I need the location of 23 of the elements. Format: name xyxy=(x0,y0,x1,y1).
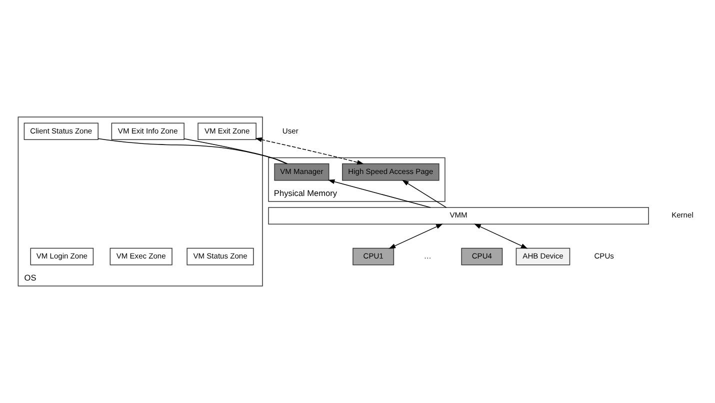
node-box: Client Status Zone xyxy=(24,122,98,140)
node-box: VMM xyxy=(268,207,649,224)
node-box: VM Manager xyxy=(274,163,330,181)
arrow xyxy=(402,180,447,208)
arrow xyxy=(474,224,528,249)
arrow xyxy=(328,179,431,208)
node-box: VM Exit Zone xyxy=(198,122,256,140)
node-box: AHB Device xyxy=(516,248,570,266)
arrow xyxy=(388,224,443,249)
node-box: VM Exit Info Zone xyxy=(111,122,184,140)
connector xyxy=(184,138,287,164)
label: Kernel xyxy=(672,210,694,220)
arrow xyxy=(255,137,364,165)
label: User xyxy=(282,126,298,136)
label: … xyxy=(424,251,432,260)
node-box: High Speed Access Page xyxy=(342,163,440,181)
node-box: VM Login Zone xyxy=(30,248,94,266)
node-box: CPU1 xyxy=(352,248,394,266)
node-box: CPU4 xyxy=(461,248,503,266)
label: CPUs xyxy=(594,251,614,260)
connector xyxy=(98,138,288,164)
node-box: VM Status Zone xyxy=(186,248,254,266)
node-box: VM Exec Zone xyxy=(110,248,172,266)
